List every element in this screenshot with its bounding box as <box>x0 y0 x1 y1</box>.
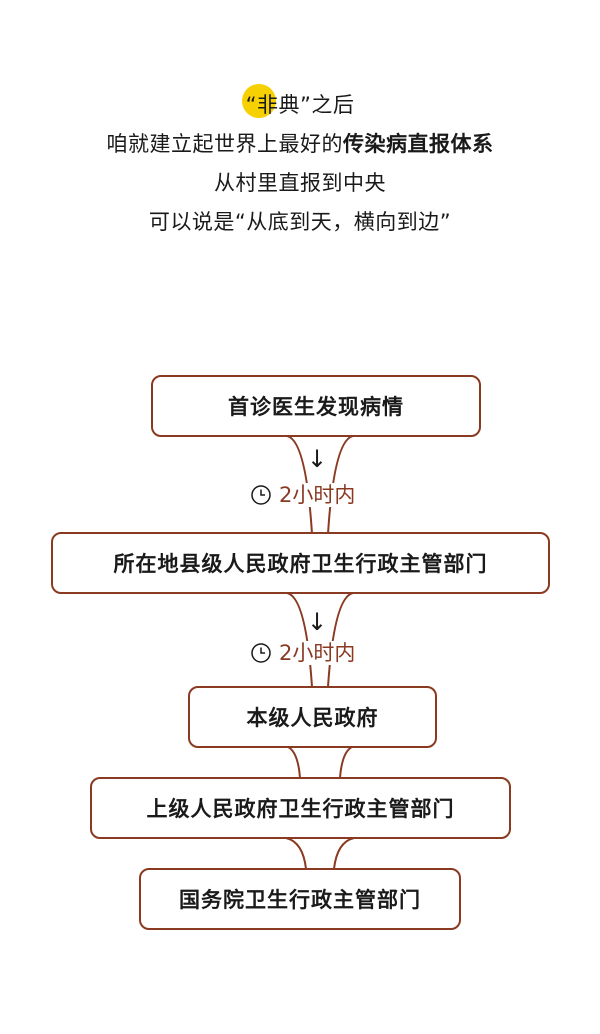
flow-step-4: 上级人民政府卫生行政主管部门 <box>90 777 511 839</box>
flow-step-2: 所在地县级人民政府卫生行政主管部门 <box>51 532 550 594</box>
highlight-mark: “非 <box>241 84 279 125</box>
intro-line-1: “非 典”之后 <box>0 84 600 125</box>
intro-text: “非 典”之后 咱就建立起世界上最好的传染病直报体系 从村里直报到中央 可以说是… <box>0 84 600 242</box>
intro-line-2-bold: 传染病直报体系 <box>343 132 494 156</box>
time-label-1-text: 2小时内 <box>279 483 356 507</box>
flow-step-5: 国务院卫生行政主管部门 <box>139 868 461 930</box>
intro-line-2-normal: 咱就建立起世界上最好的 <box>106 132 343 156</box>
time-label-1: 2小时内 <box>250 483 356 507</box>
flow-step-3: 本级人民政府 <box>188 686 437 748</box>
clock-icon <box>251 643 271 663</box>
yellow-dot-icon <box>241 84 276 118</box>
connector-4 <box>285 837 355 870</box>
flow-step-3-label: 本级人民政府 <box>246 706 379 730</box>
connector-2 <box>286 592 354 688</box>
intro-line-1-rest: 典”之后 <box>278 93 355 117</box>
flow-step-1-label: 首诊医生发现病情 <box>228 395 404 419</box>
flow-step-1: 首诊医生发现病情 <box>151 375 481 437</box>
down-arrow-icon-2: ↓ <box>306 608 328 636</box>
clock-icon <box>251 485 271 505</box>
time-label-2-text: 2小时内 <box>279 641 356 665</box>
flow-step-5-label: 国务院卫生行政主管部门 <box>179 888 421 912</box>
intro-line-2: 咱就建立起世界上最好的传染病直报体系 <box>0 125 600 164</box>
down-arrow-icon-1: ↓ <box>306 445 328 473</box>
flow-step-4-label: 上级人民政府卫生行政主管部门 <box>146 797 455 821</box>
intro-line-4: 可以说是“从底到天，横向到边” <box>148 210 452 234</box>
connector-3 <box>287 746 353 779</box>
intro-line-3: 从村里直报到中央 <box>214 171 386 195</box>
time-label-2: 2小时内 <box>250 641 356 665</box>
connector-1 <box>286 435 354 535</box>
flow-step-2-label: 所在地县级人民政府卫生行政主管部门 <box>113 552 488 576</box>
